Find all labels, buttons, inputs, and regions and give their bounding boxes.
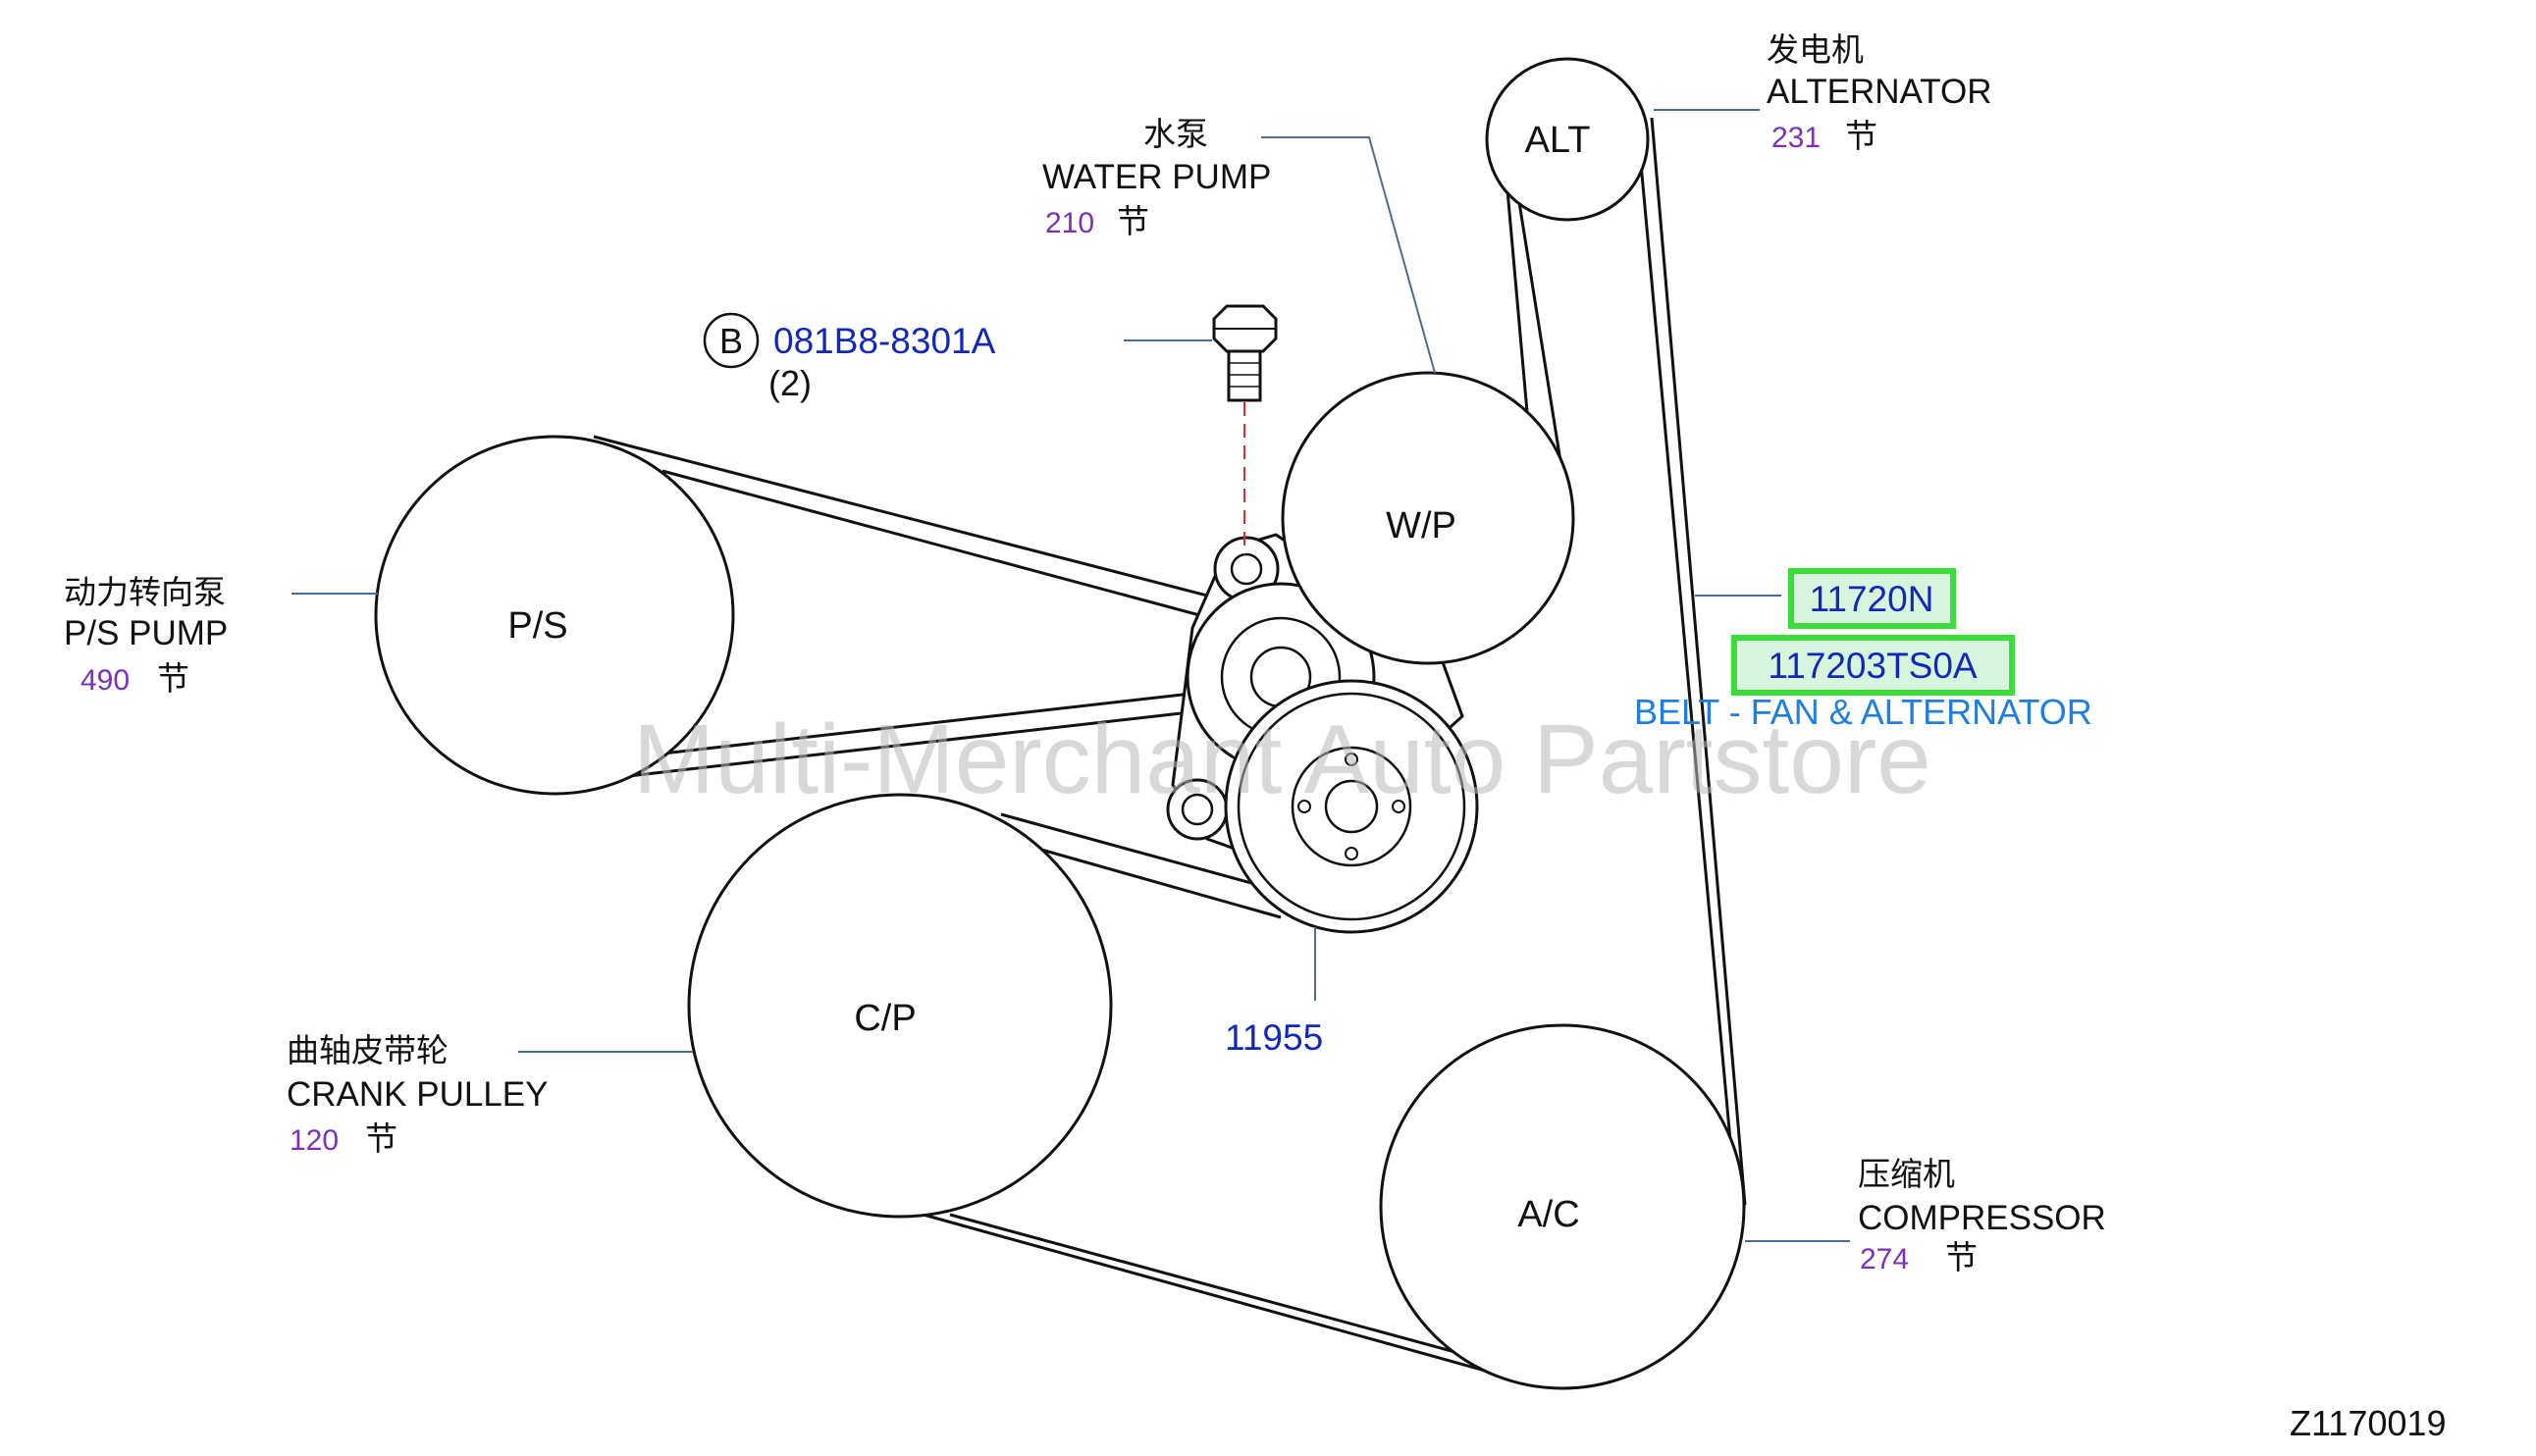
pulley-wp: W/P [1281, 371, 1575, 665]
belt-part1-highlight [1788, 568, 1956, 629]
bolt-part-number[interactable]: 081B8-8301A [773, 321, 996, 361]
compressor-cn: 压缩机 [1858, 1155, 1955, 1193]
callout-tensioner: 11955 [1225, 1017, 1323, 1058]
belt-part-number-2[interactable]: 117203TS0A [1768, 646, 1978, 686]
alternator-pulley [1485, 57, 1650, 222]
callout-water-pump: 水泵 WATER PUMP 210 节 [1042, 115, 1271, 240]
belt-part2-highlight [1731, 635, 2015, 696]
water-pump-pulley [1281, 371, 1575, 665]
leader-lines [291, 109, 1850, 1242]
callout-alternator: 发电机 ALTERNATOR 231 节 [1767, 30, 1991, 155]
callout-compressor: 压缩机 COMPRESSOR 274 节 [1858, 1155, 2106, 1276]
belt-part-number-1[interactable]: 11720N [1810, 579, 1934, 619]
alternator-cn: 发电机 [1767, 30, 1864, 69]
ps-pump-cn: 动力转向泵 [64, 573, 226, 611]
ps-pump-unit: 节 [157, 659, 189, 698]
ac-label: A/C [1517, 1194, 1579, 1235]
compressor-pulley [1379, 1023, 1746, 1390]
diagram-code: Z1170019 [2290, 1403, 2446, 1443]
crank-pulley-count: 120 [290, 1124, 339, 1157]
cp-label: C/P [854, 998, 916, 1039]
alternator-count: 231 [1771, 122, 1821, 154]
ps-label: P/S [507, 605, 567, 647]
bolt-badge [703, 312, 760, 369]
water-pump-unit: 节 [1117, 202, 1149, 240]
callout-bolt: B 081B8-8301A (2) [703, 312, 996, 403]
crank-pulley-en: CRANK PULLEY [287, 1075, 548, 1114]
belt-description: BELT - FAN & ALTERNATOR [1634, 692, 2092, 732]
alternator-unit: 节 [1845, 117, 1877, 155]
callout-belt: 11720N 117203TS0A BELT - FAN & ALTERNATO… [1634, 568, 2092, 732]
watermark: Multi-Merchant Auto Partstore [633, 704, 1931, 814]
water-pump-en: WATER PUMP [1042, 158, 1271, 196]
compressor-count: 274 [1860, 1243, 1909, 1275]
belt-strands [593, 109, 1747, 1385]
water-pump-count: 210 [1045, 207, 1094, 239]
crank-pulley [687, 793, 1113, 1219]
ps-pump-count: 490 [80, 664, 130, 697]
alt-label: ALT [1525, 120, 1591, 161]
pulley-cp: C/P [687, 793, 1113, 1219]
ps-pump-pulley [374, 435, 735, 796]
crank-pulley-cn: 曲轴皮带轮 [287, 1031, 449, 1069]
bolt-icon [1212, 304, 1278, 554]
bolt-quantity: (2) [768, 363, 812, 403]
pulley-alt: ALT [1485, 57, 1650, 222]
compressor-unit: 节 [1945, 1238, 1978, 1276]
pulley-ps: P/S [374, 435, 735, 796]
crank-pulley-unit: 节 [365, 1119, 397, 1158]
callout-crank-pulley: 曲轴皮带轮 CRANK PULLEY 120 节 [287, 1031, 548, 1158]
pulley-ac: A/C [1379, 1023, 1746, 1390]
alternator-en: ALTERNATOR [1767, 73, 1991, 111]
compressor-en: COMPRESSOR [1858, 1199, 2106, 1237]
water-pump-cn: 水泵 [1143, 115, 1208, 153]
wp-label: W/P [1386, 505, 1456, 546]
ps-pump-en: P/S PUMP [64, 614, 228, 652]
bolt-badge-letter: B [719, 321, 743, 361]
tensioner-part-number[interactable]: 11955 [1225, 1017, 1323, 1058]
callout-ps-pump: 动力转向泵 P/S PUMP 490 节 [64, 573, 228, 698]
